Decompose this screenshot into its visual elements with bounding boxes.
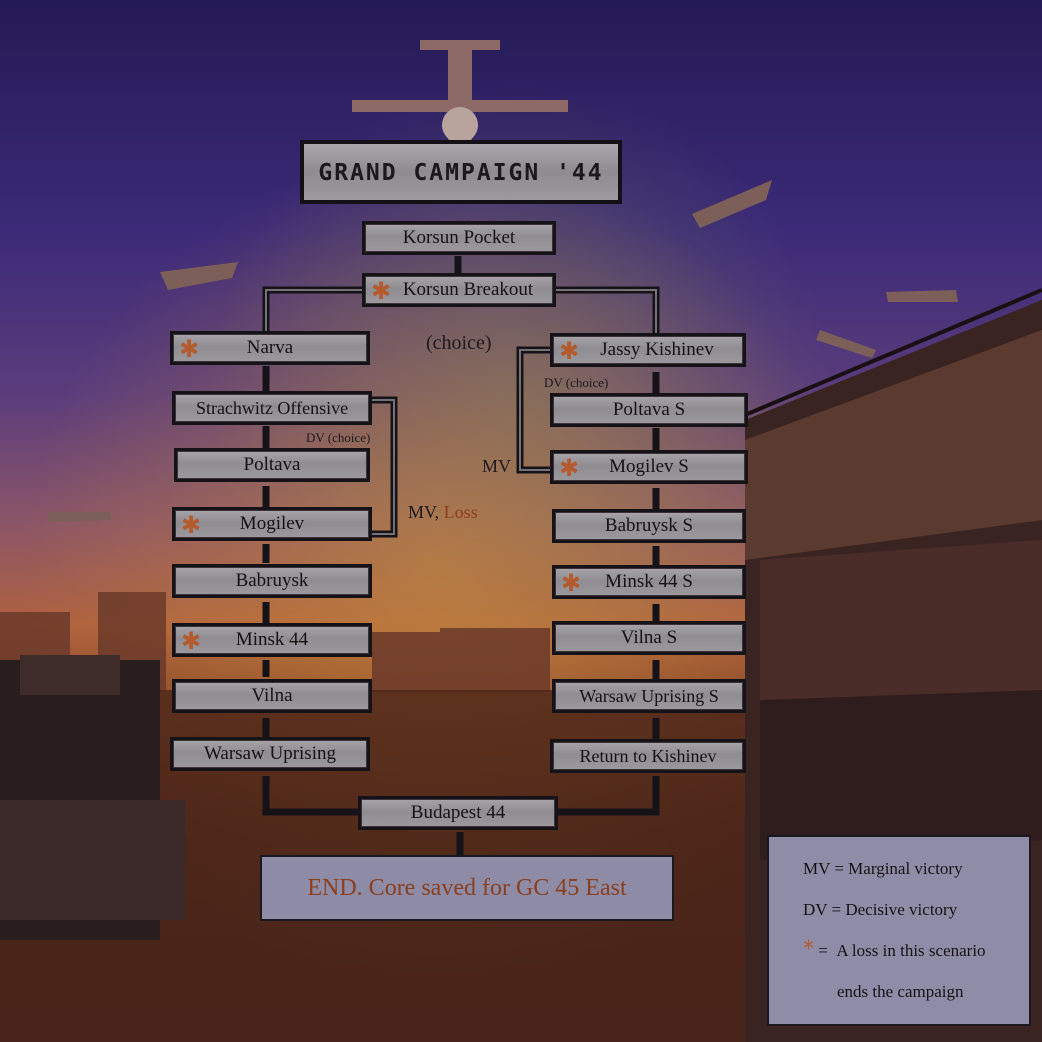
node-babruysk[interactable]: Babruysk [172,564,372,598]
node-label: Mogilev [239,513,305,534]
legend-mv: MV = Marginal victory [803,859,963,878]
legend-dv: DV = Decisive victory [803,900,958,919]
dv-choice-annotation-right: DV (choice) [544,375,609,390]
end-box: END. Core saved for GC 45 East [260,855,674,921]
node-label: Vilna S [620,627,678,648]
node-strachwitz-offensive[interactable]: Strachwitz Offensive [172,391,372,425]
node-label: Vilna [251,685,293,706]
node-label: Budapest 44 [410,802,506,823]
node-label: Minsk 44 S [605,571,693,592]
loss-ends-campaign-star-icon: ✱ [371,277,392,305]
node-label: Narva [246,337,294,358]
node-label: Warsaw Uprising S [579,686,719,706]
loss-ends-campaign-star-icon: ✱ [181,511,202,539]
legend-star-text: A loss in this scenario [836,941,986,960]
node-warsaw-uprising[interactable]: Warsaw Uprising [170,737,370,771]
loss-ends-campaign-star-icon: ✱ [559,454,580,482]
choice-annotation: (choice) [426,332,492,354]
node-vilna[interactable]: Vilna [172,679,372,713]
node-label: Korsun Breakout [402,279,534,300]
star-icon: * [803,937,814,962]
loss-ends-campaign-star-icon: ✱ [181,627,202,655]
node-budapest-44[interactable]: Budapest 44 [358,796,558,830]
plane-icon-far-left [48,512,112,522]
plane-icon-far-right [816,290,958,358]
node-label: Korsun Pocket [402,227,516,248]
legend-star-row: * = A loss in this scenario [803,937,986,962]
node-babruysk-s[interactable]: Babruysk S [552,509,746,543]
node-label: Jassy Kishinev [600,339,714,360]
node-vilna-s[interactable]: Vilna S [552,621,746,655]
node-label: Warsaw Uprising [204,743,336,764]
node-label: Minsk 44 [235,629,309,650]
legend: MV = Marginal victory DV = Decisive vict… [767,835,1031,1026]
node-label: Poltava S [612,399,686,420]
node-warsaw-uprising-s[interactable]: Warsaw Uprising S [552,679,746,713]
node-label: Strachwitz Offensive [195,398,349,418]
node-mogilev-s[interactable]: ✱ Mogilev S [550,450,748,484]
plane-icon [352,40,568,143]
node-poltava[interactable]: Poltava [174,448,370,482]
node-minsk-44-s[interactable]: ✱ Minsk 44 S [552,565,746,599]
node-return-to-kishinev[interactable]: Return to Kishinev [550,739,746,773]
node-korsun-breakout[interactable]: ✱ Korsun Breakout [362,273,556,307]
node-label: Mogilev S [609,456,689,477]
node-korsun-pocket[interactable]: Korsun Pocket [362,221,556,255]
plane-icon-left [160,262,238,290]
node-minsk-44[interactable]: ✱ Minsk 44 [172,623,372,657]
node-narva[interactable]: ✱ Narva [170,331,370,365]
legend-star-text-2: ends the campaign [837,982,964,1001]
node-jassy-kishinev[interactable]: ✱ Jassy Kishinev [550,333,746,367]
dv-choice-annotation-left: DV (choice) [306,430,371,445]
plane-icon-right [692,180,772,228]
loss-ends-campaign-star-icon: ✱ [561,569,582,597]
mv-annotation-right: MV [482,456,512,476]
loss-ends-campaign-star-icon: ✱ [559,337,580,365]
node-label: Babruysk S [604,515,694,536]
legend-star-eq: = [818,941,828,960]
loss-ends-campaign-star-icon: ✱ [179,335,200,363]
loss-label: Loss [443,502,478,522]
tank [0,655,185,940]
node-label: Return to Kishinev [579,746,717,766]
mv-label: MV, [408,502,440,522]
campaign-title: GRAND CAMPAIGN '44 EAST [300,140,622,244]
node-mogilev[interactable]: ✱ Mogilev [172,507,372,541]
node-label: Poltava [243,454,301,475]
node-label: Babruysk [235,570,309,591]
node-poltava-s[interactable]: Poltava S [550,393,748,427]
mv-loss-annotation: MV, Loss [408,502,478,523]
